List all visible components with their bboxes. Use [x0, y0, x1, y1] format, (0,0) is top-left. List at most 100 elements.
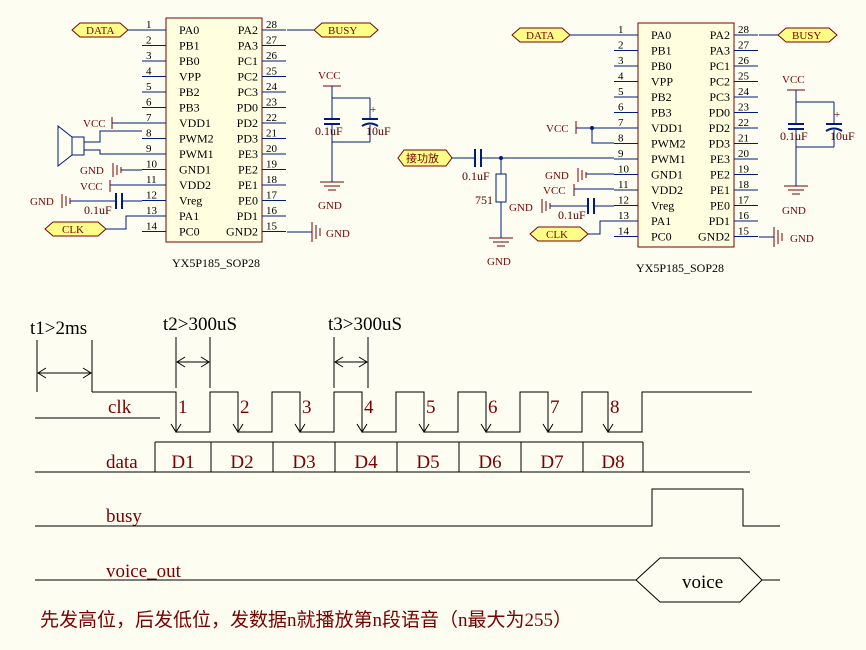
pin-number: 12 [618, 195, 629, 207]
right-clk-port-label: CLK [546, 229, 568, 241]
pin-label: PA0 [651, 28, 671, 42]
pin-number: 8 [146, 128, 152, 140]
pin-number: 16 [738, 210, 750, 222]
falling-edge-arrow [170, 423, 182, 433]
pin-label: PA1 [179, 209, 199, 223]
pin-number: 8 [618, 133, 624, 145]
pin-number: 13 [618, 210, 630, 222]
pin-number: 27 [266, 35, 278, 47]
pin-number: 2 [618, 40, 624, 52]
left-vcc-pin7: VCC [83, 118, 106, 130]
right-amp-port-label: 接功放 [406, 151, 439, 165]
left-vreg-cap: 0.1uF [84, 203, 112, 217]
row-voice-label: voice_out [106, 561, 182, 582]
gnd-icon [541, 199, 551, 213]
pin-label: PC1 [237, 54, 258, 68]
pin-number: 25 [738, 71, 750, 83]
right-vcc-pin11: VCC [543, 185, 566, 197]
gnd-icon [784, 185, 808, 195]
left-gnd-right: GND [326, 228, 350, 240]
pin-number: 24 [266, 81, 278, 93]
right-gnd-right: GND [790, 233, 814, 245]
left-cap-b: 10uF [366, 124, 391, 138]
clk-pulse-number: 8 [610, 397, 620, 418]
gnd-icon [112, 163, 122, 177]
falling-edge-arrow [356, 423, 368, 433]
data-bit-label: D8 [601, 452, 624, 473]
pin-number: 21 [266, 128, 277, 140]
clk-pulse-number: 7 [550, 397, 560, 418]
right-chip-body[interactable] [637, 22, 735, 248]
pin-number: 9 [146, 143, 152, 155]
pin-label: PD3 [709, 137, 730, 151]
pin-label: PD1 [237, 209, 258, 223]
falling-edge-arrow [232, 423, 244, 433]
pin-number: 23 [738, 102, 750, 114]
pin-label: VDD1 [651, 121, 683, 135]
falling-edge-arrow [542, 423, 554, 433]
pin-number: 3 [618, 55, 624, 67]
pin-label: PC0 [651, 230, 672, 244]
t3-label: t3>300uS [328, 314, 402, 335]
data-bit-label: D3 [292, 452, 315, 473]
right-amp-cap: 0.1uF [462, 169, 490, 183]
resistor-icon [495, 173, 507, 203]
gnd-icon [311, 222, 321, 242]
voice-label: voice [682, 572, 723, 593]
row-busy-label: busy [106, 506, 142, 527]
row-data-label: data [106, 452, 138, 473]
pin-label: VDD2 [179, 178, 211, 192]
pin-label: PD2 [709, 121, 730, 135]
pin-number: 19 [266, 159, 278, 171]
pin-label: PE2 [710, 168, 730, 182]
pin-label: VDD2 [651, 183, 683, 197]
pin-label: VPP [651, 75, 673, 89]
left-gnd-pin10: GND [80, 165, 104, 177]
pin-label: PD0 [709, 106, 730, 120]
pin-number: 27 [738, 40, 750, 52]
data-bit-label: D1 [171, 452, 194, 473]
data-bit-label: D5 [416, 452, 439, 473]
right-cap-a: 0.1uF [780, 129, 808, 143]
pin-label: VPP [179, 70, 201, 84]
pin-number: 22 [738, 117, 749, 129]
pin-number: 5 [618, 86, 624, 98]
pin-label: PC0 [179, 225, 200, 239]
pin-number: 10 [146, 159, 158, 171]
pin-number: 6 [618, 102, 624, 114]
left-chip-body[interactable] [165, 17, 263, 243]
clk-pulse-number: 3 [302, 397, 312, 418]
pin-number: 1 [618, 24, 624, 36]
right-busy-port[interactable] [777, 27, 838, 43]
pin-label: VDD1 [179, 116, 211, 130]
left-gnd-vreg: GND [30, 196, 54, 208]
data-bit-label: D4 [354, 452, 378, 473]
pin-number: 7 [146, 112, 152, 124]
pin-label: GND2 [698, 230, 730, 244]
pin-label: PC2 [709, 75, 730, 89]
pin-label: GND2 [226, 225, 258, 239]
pin-number: 13 [146, 205, 158, 217]
speaker-icon [57, 124, 85, 168]
pin-number: 6 [146, 97, 152, 109]
pin-number: 15 [738, 226, 750, 238]
clk-pulse-number: 2 [240, 397, 250, 418]
svg-text:+: + [370, 104, 376, 116]
right-gnd-bottom: GND [782, 205, 806, 217]
clk-pulse-number: 6 [488, 397, 498, 418]
left-gnd-bottom: GND [318, 200, 342, 212]
pin-number: 17 [266, 190, 278, 202]
pin-label: PE2 [238, 163, 258, 177]
right-vreg-cap: 0.1uF [558, 208, 586, 222]
left-busy-port[interactable] [313, 22, 379, 38]
pin-label: PB1 [651, 44, 672, 58]
pin-label: PB0 [179, 54, 200, 68]
pin-number: 21 [738, 133, 749, 145]
busy-waveform [650, 488, 780, 527]
pin-label: PA2 [710, 28, 730, 42]
pin-label: PB1 [179, 39, 200, 53]
right-gnd-pin10: GND [545, 170, 569, 182]
